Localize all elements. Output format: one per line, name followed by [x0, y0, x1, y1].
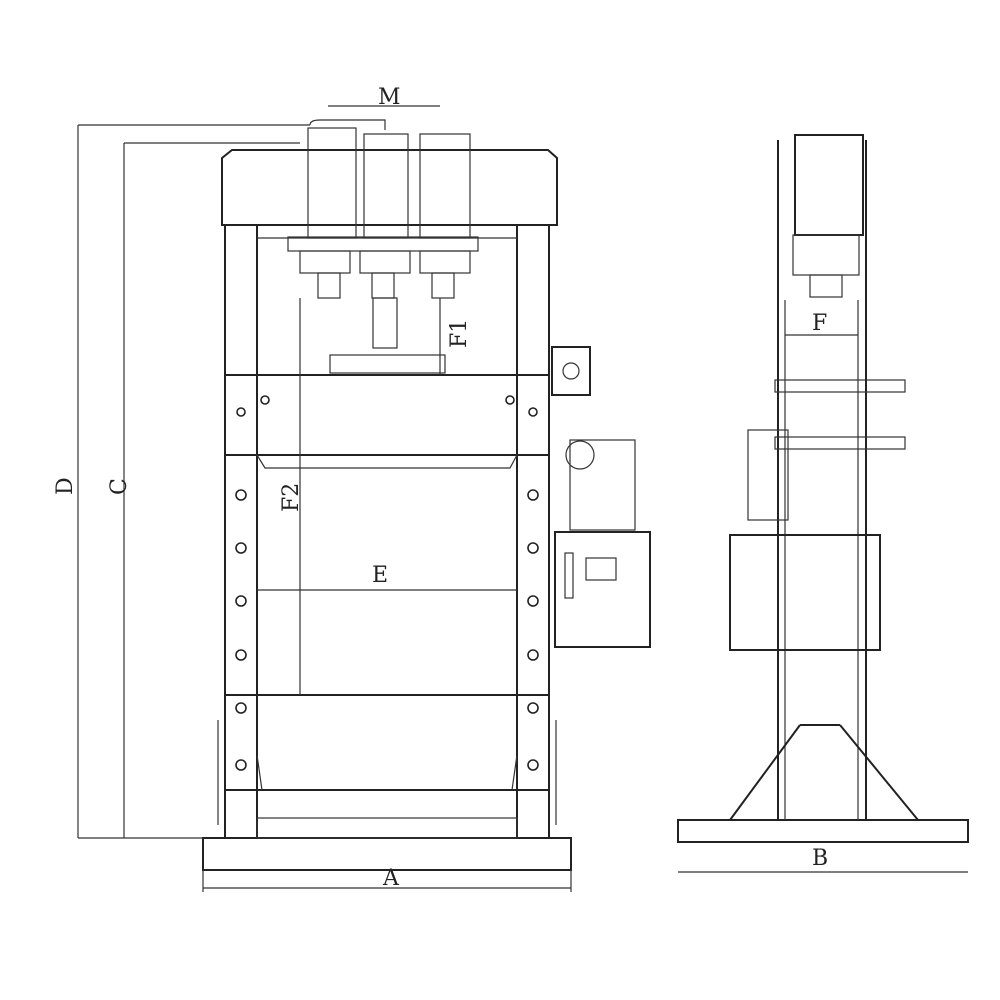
side-view: F B: [677, 134, 969, 873]
dimension-label-c: C: [107, 478, 132, 495]
dimension-label-e: E: [372, 563, 388, 588]
dimension-label-f1: F1: [447, 319, 472, 348]
movable-table: [224, 374, 550, 456]
side-cylinder: [794, 134, 864, 236]
side-base: [677, 819, 969, 843]
dimension-label-a: A: [382, 866, 400, 891]
front-view: M D C F1 F2 E A: [53, 85, 651, 892]
frame-columns: [224, 224, 550, 839]
dimension-label-d: D: [53, 477, 78, 495]
front-dimensions: [77, 105, 572, 892]
column-holes: [235, 395, 539, 771]
hydraulic-pump-unit: [551, 346, 651, 648]
lower-bed: [224, 694, 550, 791]
dimension-label-b: B: [812, 846, 828, 871]
dimension-label-f2: F2: [279, 483, 304, 512]
dimension-label-m: M: [378, 85, 401, 110]
dimension-label-f: F: [812, 311, 827, 336]
top-head: [221, 149, 558, 226]
